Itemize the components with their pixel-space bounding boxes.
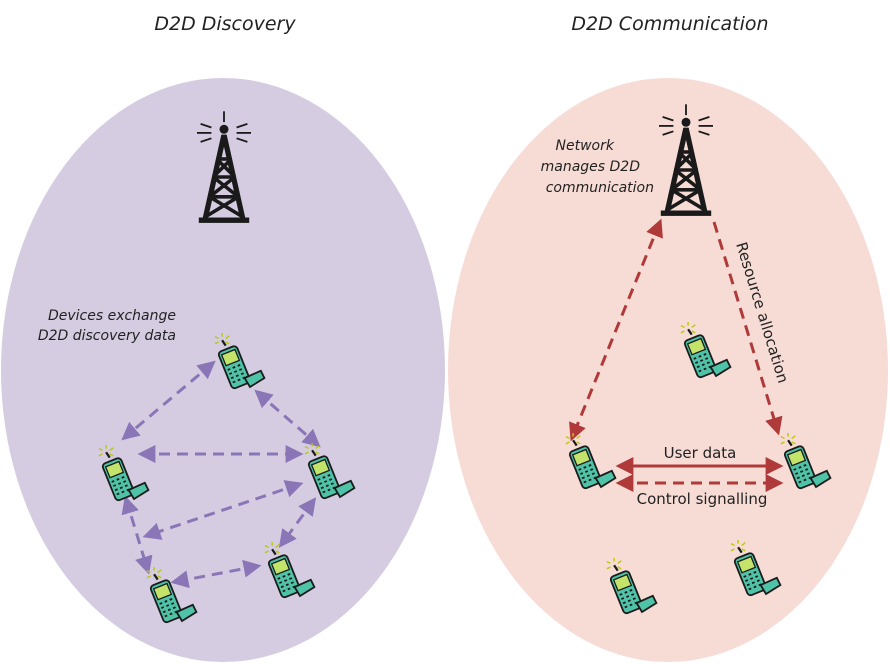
discovery-link-7 [170, 559, 262, 589]
network-link-left [569, 218, 663, 442]
user-data-label: User data [664, 444, 737, 462]
discovery-link-4 [142, 480, 304, 540]
discovery-title: D2D Discovery [154, 13, 296, 35]
resource-allocation-arrow [712, 221, 783, 436]
discovery-link-1 [121, 360, 216, 441]
communication-note-line-1: Network [556, 138, 615, 154]
communication-note-line-3: communication [546, 180, 654, 196]
discovery-link-5 [121, 495, 153, 575]
discovery-link-2 [254, 389, 321, 448]
discovery-note-line-1: Devices exchange [48, 308, 176, 324]
discovery-region [1, 78, 445, 662]
discovery-note-line-2: D2D discovery data [38, 328, 176, 344]
communication-title: D2D Communication [571, 13, 768, 35]
communication-note-line-2: manages D2D [541, 159, 641, 175]
control-signalling-label: Control signalling [637, 490, 768, 508]
communication-region [448, 78, 888, 662]
discovery-link-6 [278, 497, 317, 548]
